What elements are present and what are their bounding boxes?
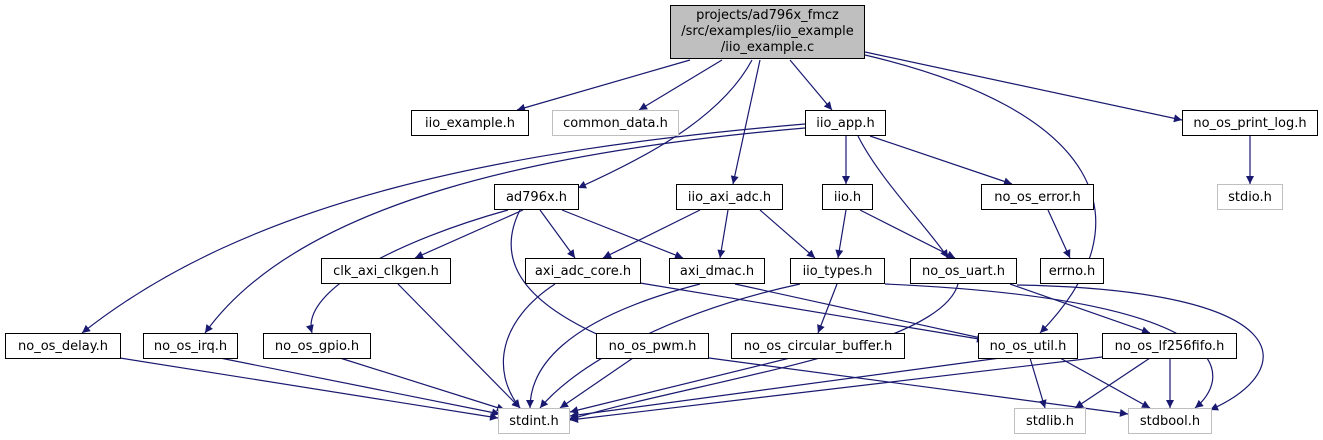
edge-ad796x-clkgen	[414, 209, 524, 259]
root-line-3: /iio_example.c	[720, 40, 815, 55]
edge-irq-stdint	[219, 357, 501, 417]
root-line-2: /src/examples/iio_example	[681, 24, 854, 39]
node-axi-adc-core-h[interactable]: axi_adc_core.h	[525, 258, 641, 284]
node-stdlib-h: stdlib.h	[1014, 408, 1086, 434]
edge-iio-app-uart	[857, 135, 949, 259]
edge-pwm-stdbool	[708, 357, 1129, 417]
node-no-os-gpio-h[interactable]: no_os_gpio.h	[263, 333, 371, 359]
edge-gpio-stdint	[339, 357, 506, 412]
edge-axi-adc-core	[602, 209, 701, 259]
edge-root-iio-app	[789, 59, 833, 111]
edge-iio-app-delay	[81, 123, 806, 334]
edge-delay-stdint	[119, 357, 499, 421]
node-no-os-uart-h[interactable]: no_os_uart.h	[910, 258, 1017, 284]
edge-root-no-os-util	[864, 54, 1097, 334]
node-no-os-lf256fifo-h[interactable]: no_os_lf256fifo.h	[1102, 333, 1237, 359]
edge-uart-stdint	[567, 283, 959, 422]
edge-adc-core-util	[639, 282, 986, 343]
node-iio-example-c: projects/ad796x_fmcz /src/examples/iio_e…	[670, 5, 865, 59]
edge-util-stdint	[569, 357, 1001, 419]
edge-dmac-util	[734, 283, 991, 343]
edge-uart-lf256	[1009, 283, 1151, 335]
edge-util-stdlib	[1029, 357, 1047, 409]
edge-iio-uart	[859, 209, 956, 259]
edge-circular-stdint	[569, 357, 791, 414]
edge-dmac-stdint	[526, 283, 701, 409]
edge-adc-core-stdint	[502, 283, 556, 409]
edge-iio-app-irq	[204, 127, 806, 334]
node-axi-dmac-h[interactable]: axi_dmac.h	[669, 258, 765, 284]
node-errno-h[interactable]: errno.h	[1040, 258, 1104, 284]
node-no-os-irq-h[interactable]: no_os_irq.h	[143, 333, 238, 359]
node-iio-h[interactable]: iio.h	[822, 184, 873, 210]
node-no-os-error-h[interactable]: no_os_error.h	[981, 184, 1094, 210]
edge-util-stdbool	[1059, 357, 1151, 409]
edge-axi-adc-types	[759, 209, 816, 259]
edge-clkgen-stdint	[397, 283, 521, 409]
node-stdio-h: stdio.h	[1217, 184, 1283, 210]
node-stdint-h: stdint.h	[498, 408, 570, 434]
node-iio-app-h[interactable]: iio_app.h	[805, 110, 886, 136]
edge-iio-app-error	[869, 135, 1013, 186]
node-iio-example-h[interactable]: iio_example.h	[411, 110, 529, 136]
edge-axi-adc-dmac	[717, 209, 729, 259]
edge-root-iio-axi-adc	[730, 59, 761, 185]
node-no-os-pwm-h[interactable]: no_os_pwm.h	[596, 333, 709, 359]
edge-root-ad796x	[577, 59, 753, 189]
edge-ad796x-dmac	[561, 209, 684, 259]
node-clk-axi-clkgen-h[interactable]: clk_axi_clkgen.h	[321, 258, 451, 284]
edge-lf256-stdint	[569, 356, 1103, 424]
edge-uart-stdbool	[1016, 284, 1264, 411]
edge-root-common-data	[638, 59, 723, 111]
edge-ad796x-adc-core	[539, 209, 576, 259]
edge-root-iio-example	[516, 59, 691, 112]
edge-pwm-stdint	[559, 357, 634, 409]
node-no-os-util-h[interactable]: no_os_util.h	[978, 333, 1078, 359]
node-iio-axi-adc-h[interactable]: iio_axi_adc.h	[676, 184, 783, 210]
node-ad796x-h[interactable]: ad796x.h	[494, 184, 579, 210]
edge-lf256-stdlib	[1074, 357, 1151, 409]
node-no-os-delay-h[interactable]: no_os_delay.h	[5, 333, 121, 359]
edge-root-print-log	[864, 51, 1183, 123]
node-common-data-h: common_data.h	[552, 110, 679, 136]
edge-types-circular	[817, 283, 838, 334]
node-stdbool-h: stdbool.h	[1128, 408, 1212, 434]
node-no-os-circular-buffer-h[interactable]: no_os_circular_buffer.h	[731, 333, 905, 359]
edge-error-errno	[1047, 209, 1071, 259]
node-no-os-print-log-h[interactable]: no_os_print_log.h	[1182, 110, 1318, 136]
edge-iio-types-from-iio	[835, 209, 847, 259]
node-iio-types-h[interactable]: iio_types.h	[790, 258, 885, 284]
root-line-1: projects/ad796x_fmcz	[696, 8, 839, 23]
